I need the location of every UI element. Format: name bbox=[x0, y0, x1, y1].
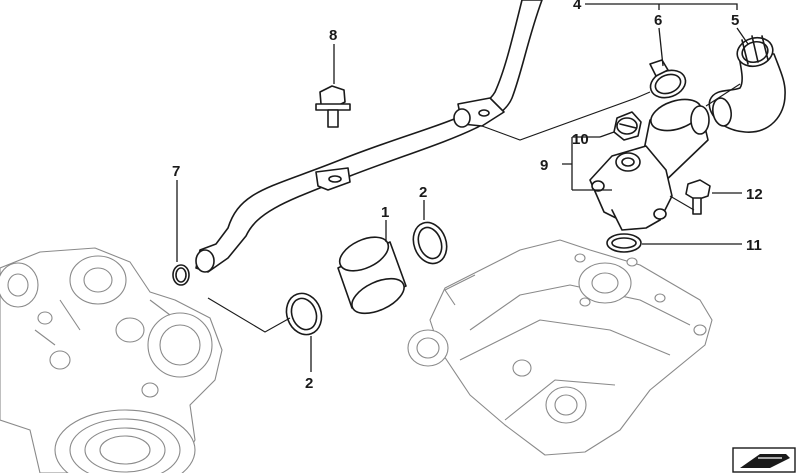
hose-5 bbox=[708, 35, 786, 133]
thermostat-housing-9 bbox=[589, 98, 710, 231]
coolant-pipe bbox=[195, 0, 543, 273]
gasket-ring-11 bbox=[606, 233, 642, 253]
callout-4: 4 bbox=[573, 0, 582, 13]
callout-8: 8 bbox=[329, 27, 337, 44]
o-ring-7-inner bbox=[175, 267, 187, 283]
pipe-sleeve-1 bbox=[337, 236, 407, 315]
callout-1: 1 bbox=[381, 204, 389, 221]
callout-10: 10 bbox=[572, 131, 589, 148]
connection-lines bbox=[207, 83, 741, 333]
parts-catalog-icon bbox=[732, 447, 796, 473]
bolt-12 bbox=[685, 179, 711, 215]
hose-clamp-6 bbox=[649, 59, 687, 99]
o-ring-2-top bbox=[412, 221, 448, 265]
callout-2-top: 2 bbox=[419, 184, 427, 201]
screw-plug-10 bbox=[613, 111, 642, 141]
callout-9: 9 bbox=[540, 157, 548, 174]
callout-12: 12 bbox=[746, 186, 763, 203]
callout-labels: 1 2 2 4 5 6 7 8 9 10 11 12 bbox=[172, 0, 763, 392]
callout-2-bottom: 2 bbox=[305, 375, 313, 392]
callout-6: 6 bbox=[654, 12, 662, 29]
thermostat-housing-background bbox=[407, 239, 713, 456]
bolt-8 bbox=[315, 85, 351, 128]
callout-5: 5 bbox=[731, 12, 739, 29]
water-pump-background bbox=[0, 247, 223, 473]
callout-11: 11 bbox=[746, 237, 762, 254]
leader-lines bbox=[176, 3, 749, 372]
callout-7: 7 bbox=[172, 163, 180, 180]
o-ring-2-bottom bbox=[285, 292, 323, 336]
